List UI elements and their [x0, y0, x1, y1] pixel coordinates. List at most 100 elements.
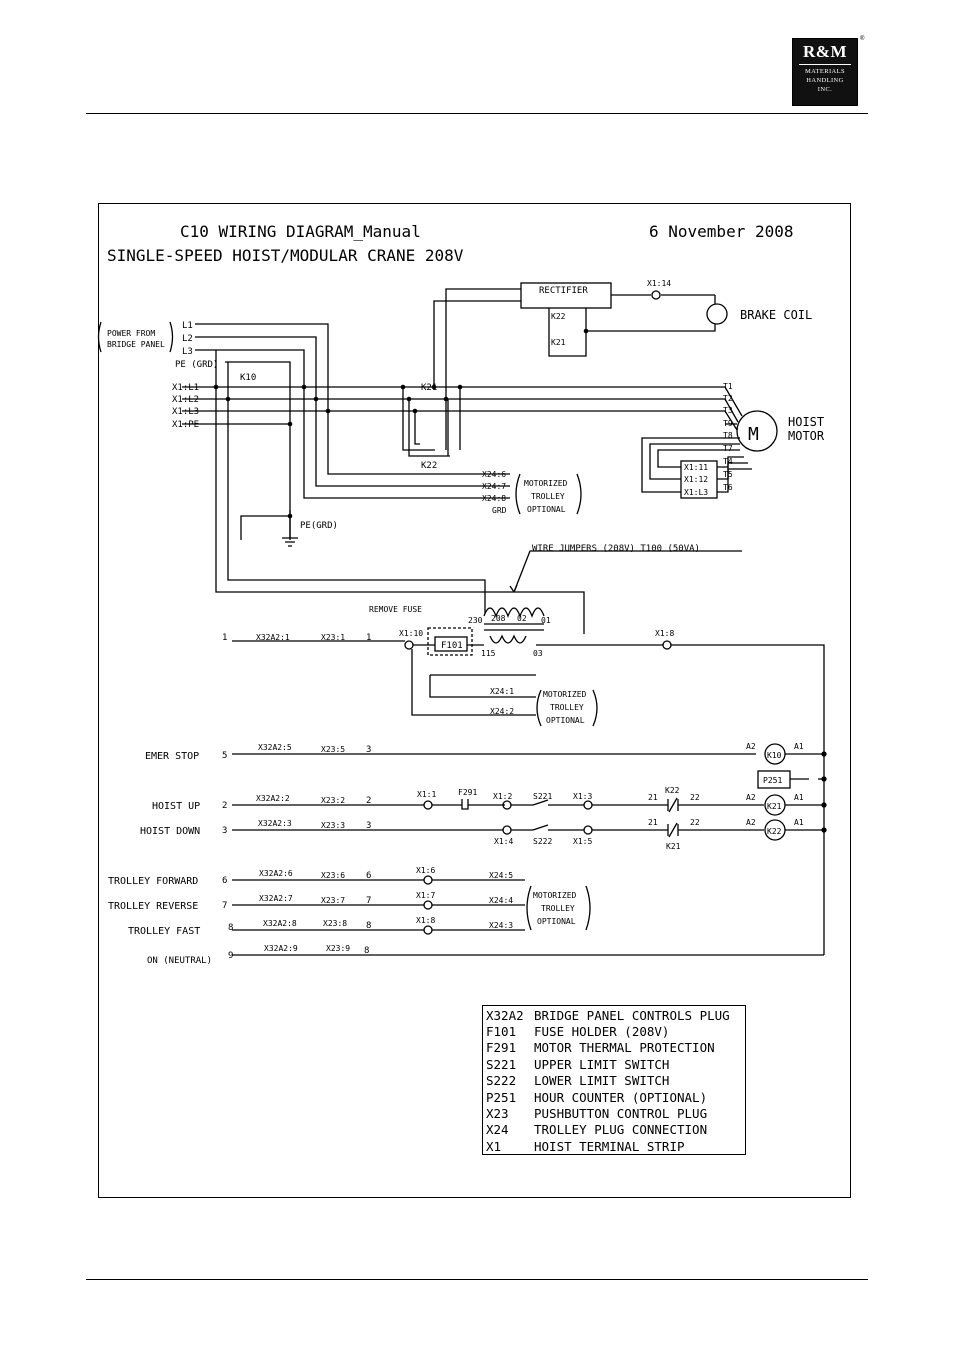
trolley3-trolley: TROLLEY [541, 904, 575, 913]
svg-text:T4: T4 [723, 457, 733, 466]
trolley-note-optional: OPTIONAL [527, 505, 566, 514]
hoist-motor-label-1: HOIST [788, 415, 824, 429]
label-trolley-fast: TROLLEY FAST [128, 926, 200, 937]
logo-line3: INC. [817, 86, 833, 93]
coil-k10: K10 [767, 751, 782, 760]
label-x1-8b: X1:8 [416, 916, 435, 925]
label-x23-1: X23:1 [321, 633, 345, 642]
label-x24-3: X24:3 [489, 921, 513, 930]
legend-desc: BRIDGE PANEL CONTROLS PLUG [534, 1007, 730, 1023]
label-x1-l3b: X1:L3 [684, 488, 708, 497]
label-p251: P251 [763, 776, 782, 785]
legend-desc: LOWER LIMIT SWITCH [534, 1073, 670, 1089]
label-emer-stop: EMER STOP [145, 751, 199, 762]
svg-text:T9: T9 [723, 419, 733, 428]
power-note-2: BRIDGE PANEL [107, 340, 165, 349]
legend-code: X32A2 [486, 1007, 524, 1023]
legend-code: S222 [486, 1073, 517, 1089]
label-neutral: ON (NEUTRAL) [147, 956, 212, 966]
header-divider [86, 113, 868, 114]
trolley2-optional: OPTIONAL [546, 716, 585, 725]
label-n8: 8 [228, 923, 233, 933]
label-x23-7: X23:7 [321, 896, 345, 905]
logo-rule [799, 64, 851, 65]
svg-text:T5: T5 [723, 470, 733, 479]
label-k21-rect: K21 [551, 338, 566, 347]
label-x1-l3: X1:L3 [172, 407, 199, 417]
logo-line2: HANDLING [806, 77, 844, 84]
label-k22-bottom: K22 [421, 461, 437, 471]
label-x24-6: X24:6 [482, 470, 506, 479]
svg-text:T1: T1 [723, 382, 733, 391]
label-x1-6: X1:6 [416, 866, 435, 875]
label-02: 02 [517, 614, 527, 623]
label-22-down: 22 [690, 818, 700, 827]
label-s222: S222 [533, 837, 552, 846]
label-x1-14: X1:14 [647, 279, 671, 288]
label-x23-3: X23:3 [321, 821, 345, 830]
label-remove-fuse: REMOVE FUSE [369, 605, 422, 614]
label-a1-down: A1 [794, 818, 804, 827]
trolley3-motorized: MOTORIZED [533, 891, 577, 900]
label-a2-up: A2 [746, 793, 756, 802]
svg-text:T8: T8 [723, 431, 733, 440]
label-a1-emer: A1 [794, 742, 804, 751]
svg-text:T6: T6 [723, 483, 733, 492]
legend-row: S222 LOWER LIMIT SWITCH [486, 1073, 745, 1089]
label-pe-grd: PE (GRD) [175, 360, 218, 370]
label-x23-6: X23:6 [321, 871, 345, 880]
label-a2-down: A2 [746, 818, 756, 827]
coil-k22: K22 [767, 827, 782, 836]
legend-desc: UPPER LIMIT SWITCH [534, 1056, 670, 1072]
label-x23-5: X23:5 [321, 745, 345, 754]
trolley3-optional: OPTIONAL [537, 917, 576, 926]
legend-desc: HOUR COUNTER (OPTIONAL) [534, 1089, 708, 1105]
label-x32a2-2: X32A2:2 [256, 794, 290, 803]
diagram-title: C10 WIRING DIAGRAM_Manual [180, 222, 421, 241]
footer-divider [86, 1279, 868, 1280]
label-hoist-down: HOIST DOWN [140, 826, 200, 837]
label-x1-l2: X1:L2 [172, 395, 199, 405]
rm-logo: R&M MATERIALS HANDLING INC. [792, 38, 858, 106]
label-x24-1: X24:1 [490, 687, 514, 696]
label-n8c: 8 [364, 946, 369, 956]
label-a2-emer: A2 [746, 742, 756, 751]
legend-desc: FUSE HOLDER (208V) [534, 1024, 670, 1040]
label-n2b: 2 [366, 796, 371, 806]
label-x1-11: X1:11 [684, 463, 708, 472]
label-n5: 5 [222, 751, 227, 761]
label-x1-10: X1:10 [399, 629, 423, 638]
diagram-frame [98, 203, 851, 1198]
trolley2-motorized: MOTORIZED [543, 690, 587, 699]
legend-code: X1 [486, 1138, 502, 1154]
label-L3: L3 [182, 347, 193, 357]
power-note-1: POWER FROM [107, 329, 155, 338]
label-k22-up: K22 [665, 786, 680, 795]
label-n6b: 6 [366, 871, 371, 881]
label-n7: 7 [222, 901, 227, 911]
label-208: 208 [491, 614, 506, 623]
label-x23-9: X23:9 [326, 944, 350, 953]
label-x1-1: X1:1 [417, 790, 436, 799]
svg-text:T3: T3 [723, 406, 733, 415]
diagram-date: 6 November 2008 [649, 222, 794, 241]
label-L1: L1 [182, 321, 193, 331]
label-x32a2-3: X32A2:3 [258, 819, 292, 828]
label-k21-down: K21 [666, 842, 681, 851]
label-n9: 9 [228, 951, 233, 961]
label-01: 01 [541, 616, 551, 625]
label-x24-5: X24:5 [489, 871, 513, 880]
label-x1-l1: X1:L1 [172, 383, 199, 393]
label-hoist-up: HOIST UP [152, 801, 200, 812]
label-x1-4: X1:4 [494, 837, 513, 846]
hoist-motor-label-2: MOTOR [788, 429, 825, 443]
label-f291: F291 [458, 788, 477, 797]
legend-code: X23 [486, 1106, 509, 1122]
motor-terminal-labels: T1 T2 T3 T9 T8 T7 T4 T5 T6 [723, 382, 733, 492]
trolley2-trolley: TROLLEY [550, 703, 584, 712]
